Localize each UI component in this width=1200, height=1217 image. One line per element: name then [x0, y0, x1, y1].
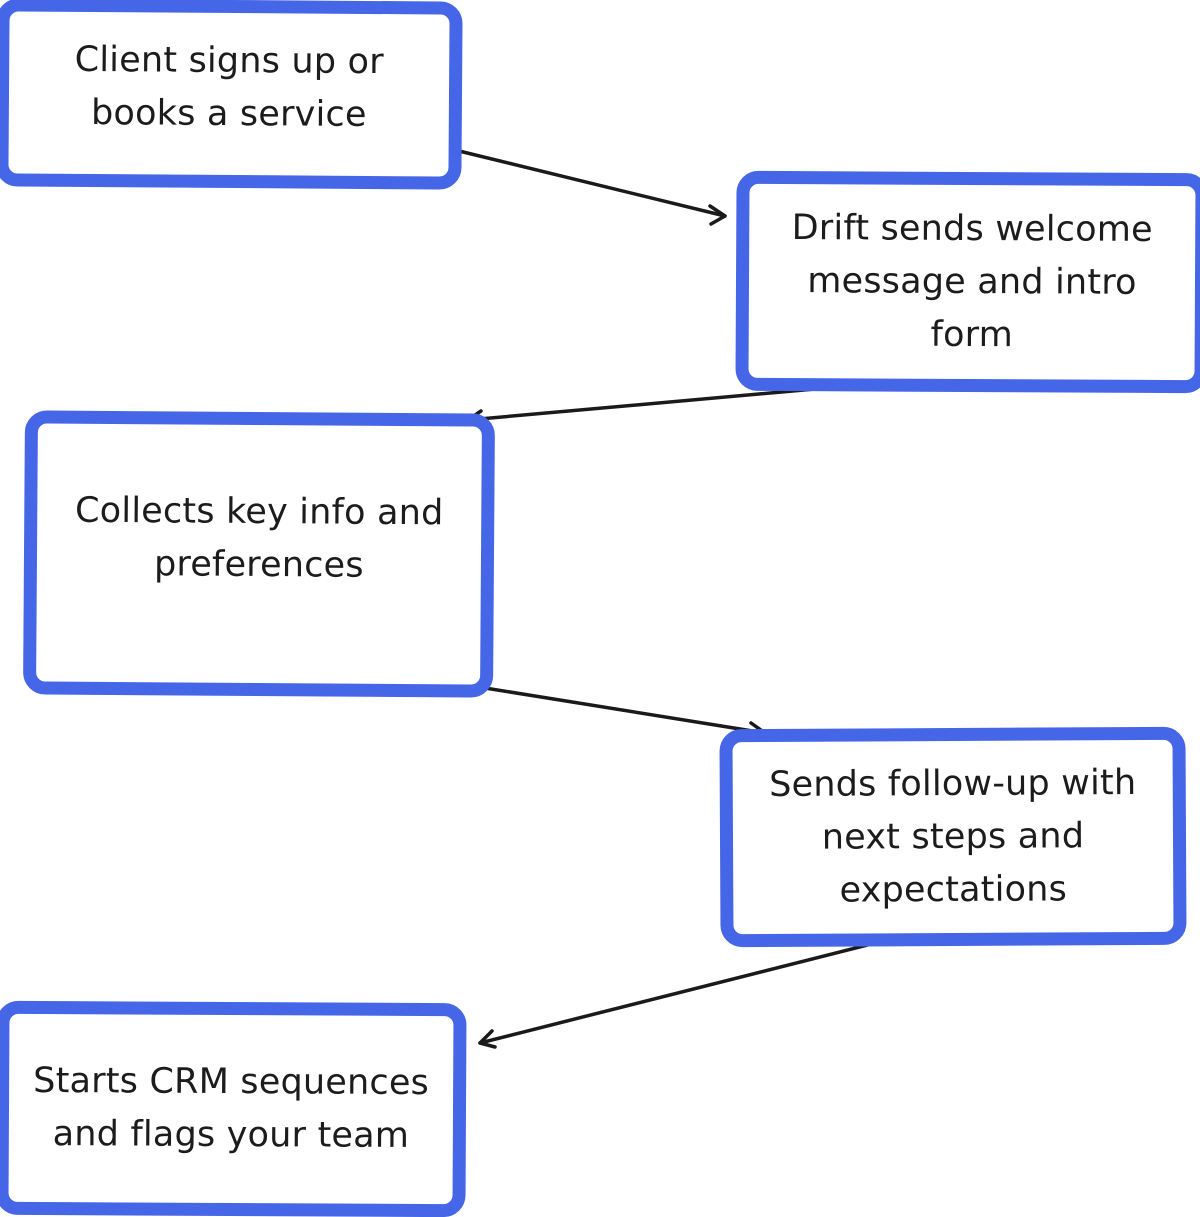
arrow-n3-to-n4 [483, 686, 767, 742]
arrow-n1-to-n2 [453, 148, 727, 226]
arrow-n4-to-n5 [478, 936, 897, 1049]
arrow-n2-to-n3 [466, 383, 862, 429]
